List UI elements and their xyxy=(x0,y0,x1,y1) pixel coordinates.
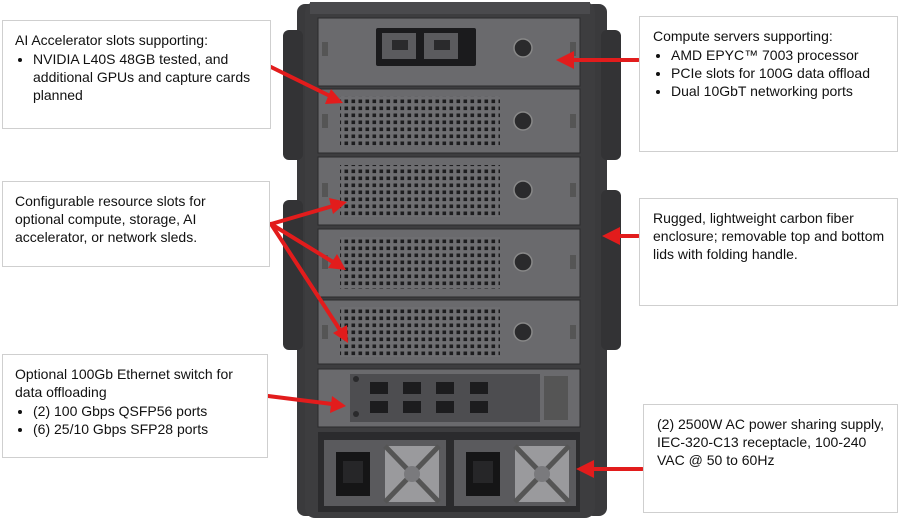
bullet-item: PCIe slots for 100G data offload xyxy=(671,64,885,82)
callout-enclosure: Rugged, lightweight carbon fiber enclosu… xyxy=(639,198,898,306)
callout-title: (2) 2500W AC power sharing supply, IEC-3… xyxy=(657,416,884,468)
arrow-power xyxy=(576,460,644,478)
callout-title: Compute servers supporting: xyxy=(653,28,833,44)
arrow-ai-slots xyxy=(269,65,343,104)
compute-server-sled xyxy=(317,17,581,87)
callout-ai-accelerator-slots: AI Accelerator slots supporting: NVIDIA … xyxy=(2,20,271,129)
right-bumper-top xyxy=(601,30,621,160)
bullet-item: (2) 100 Gbps QSFP56 ports xyxy=(33,402,255,420)
arrow-config-slot-1 xyxy=(269,198,347,226)
chassis-top-lip xyxy=(310,2,590,14)
bullet-item: NVIDIA L40S 48GB tested, and additional … xyxy=(33,50,258,104)
ethernet-switch-module xyxy=(317,368,581,428)
power-supply-1 xyxy=(324,440,446,506)
arrow-config-slot-2 xyxy=(269,222,346,270)
arrow-switch xyxy=(266,394,346,413)
arrow-compute xyxy=(556,51,640,69)
configurable-slot-1 xyxy=(317,156,581,226)
callout-title: Rugged, lightweight carbon fiber enclosu… xyxy=(653,210,885,262)
bullet-item: (6) 25/10 Gbps SFP28 ports xyxy=(33,420,255,438)
callout-bullets: (2) 100 Gbps QSFP56 ports (6) 25/10 Gbps… xyxy=(15,402,255,438)
callout-title: Optional 100Gb Ethernet switch for data … xyxy=(15,366,233,400)
left-bumper-top xyxy=(283,30,303,160)
left-bumper-bottom xyxy=(283,200,303,350)
configurable-slot-3 xyxy=(317,299,581,365)
ai-accelerator-slot xyxy=(317,88,581,154)
callout-ethernet-switch: Optional 100Gb Ethernet switch for data … xyxy=(2,354,268,458)
callout-title: Configurable resource slots for optional… xyxy=(15,193,206,245)
callout-configurable-slots: Configurable resource slots for optional… xyxy=(2,181,270,267)
bullet-item: AMD EPYC™ 7003 processor xyxy=(671,46,885,64)
callout-title: AI Accelerator slots supporting: xyxy=(15,32,208,48)
arrow-config-slot-3 xyxy=(269,222,348,343)
power-supply-bay xyxy=(318,432,580,512)
power-supply-2 xyxy=(454,440,576,506)
callout-power-supply: (2) 2500W AC power sharing supply, IEC-3… xyxy=(643,404,898,513)
callout-compute-servers: Compute servers supporting: AMD EPYC™ 70… xyxy=(639,16,898,152)
bullet-item: Dual 10GbT networking ports xyxy=(671,82,885,100)
callout-bullets: AMD EPYC™ 7003 processor PCIe slots for … xyxy=(653,46,885,100)
arrow-enclosure xyxy=(602,227,640,245)
configurable-slot-2 xyxy=(317,228,581,298)
callout-bullets: NVIDIA L40S 48GB tested, and additional … xyxy=(15,50,258,104)
